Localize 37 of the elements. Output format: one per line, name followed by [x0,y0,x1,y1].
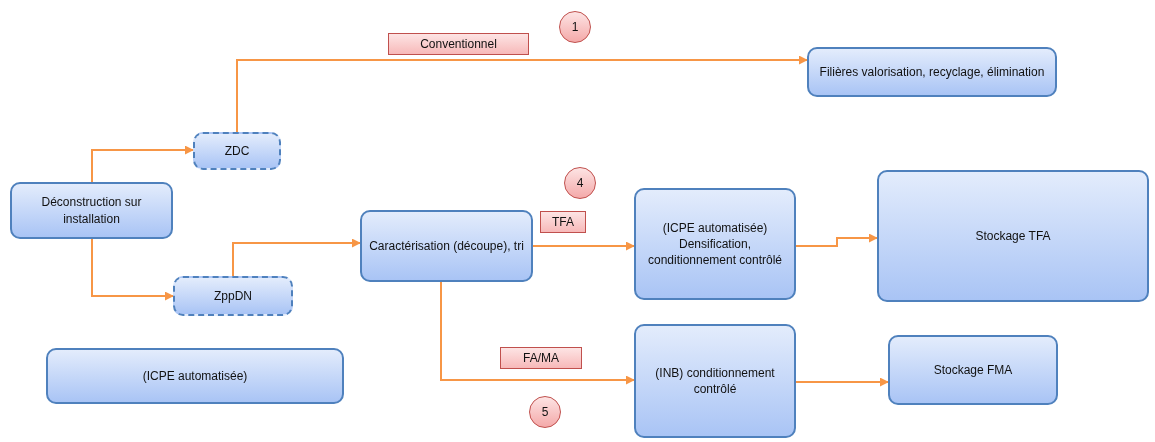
node-label: Stockage TFA [974,227,1052,245]
arrow [236,55,808,133]
node-label: Filières valorisation, recyclage, élimination [818,63,1046,81]
process-box [634,188,796,300]
node-label: (INB) conditionnement contrôlé [654,364,776,398]
arrow [795,377,889,387]
process-box [634,324,796,438]
node-label: ZppDN [213,287,253,305]
process-box [360,210,533,282]
edge-label: FA/MA [500,347,582,369]
node-label: 4 [575,174,585,192]
node-label: Déconstruction sur installation [40,194,143,227]
node-label: 1 [570,18,580,36]
process-box [807,47,1057,97]
arrow [91,238,174,301]
edge-label: TFA [540,211,586,233]
process-box [46,348,344,404]
process-box [888,335,1058,405]
arrow [532,241,635,251]
process-box [173,276,293,316]
node-label: Caractérisation (découpe), tri [368,237,525,255]
step-number-circle [529,396,561,428]
step-number-circle [564,167,596,199]
arrow [795,233,878,247]
process-box [193,132,281,170]
process-box [10,182,173,239]
process-box [877,170,1149,302]
node-label: ZDC [223,142,251,160]
node-label: (ICPE automatisée) [141,367,249,385]
arrow [91,145,194,183]
arrow [232,238,361,277]
node-label: 5 [540,403,550,421]
node-label: Stockage FMA [932,361,1014,379]
step-number-circle [559,11,591,43]
edge-label: Conventionnel [388,33,529,55]
node-label: (ICPE automatisée) Densification, conditionnement contrôlé [646,219,784,269]
arrow [440,281,635,385]
